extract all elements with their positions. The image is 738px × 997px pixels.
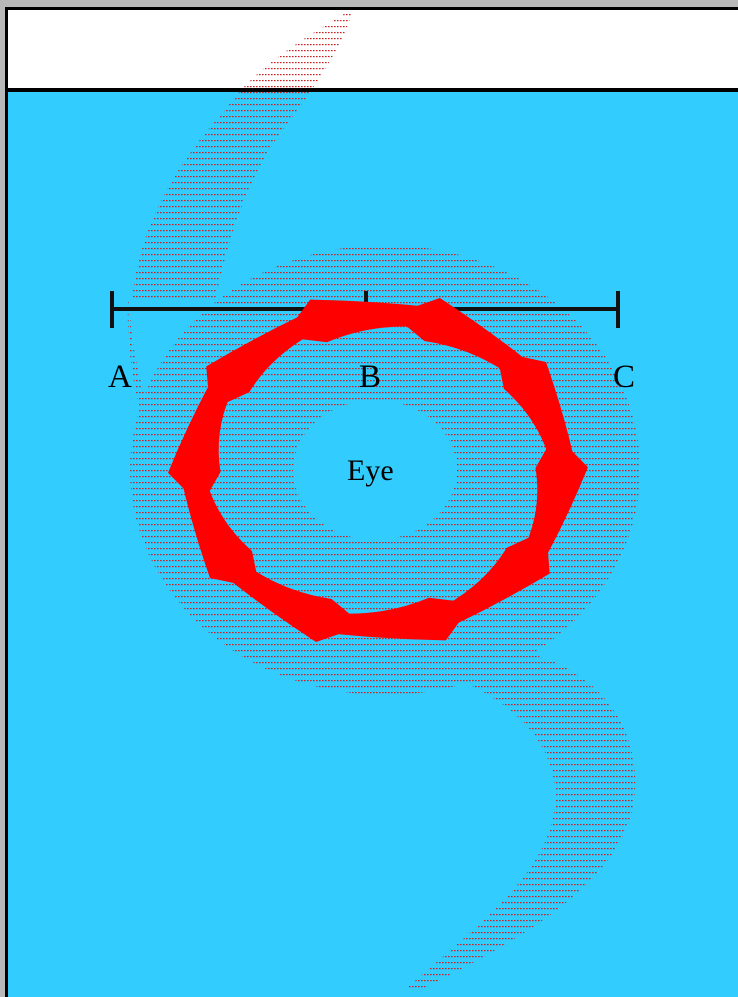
point-a-label: A — [108, 359, 132, 395]
wind-arrow — [525, 433, 588, 556]
wind-arrow — [206, 315, 311, 411]
eye-label: Eye — [347, 454, 394, 487]
point-c-label: C — [613, 359, 636, 395]
wind-arrow — [445, 529, 550, 625]
wind-arrow — [230, 567, 364, 643]
wind-arrow — [182, 483, 260, 589]
wind-arrow — [335, 597, 474, 641]
wind-arrows — [168, 297, 588, 643]
wind-arrow — [282, 299, 421, 343]
wind-arrow — [168, 384, 231, 507]
point-b-label: B — [359, 359, 382, 395]
wind-arrow — [496, 351, 574, 457]
wind-arrow — [392, 297, 526, 373]
